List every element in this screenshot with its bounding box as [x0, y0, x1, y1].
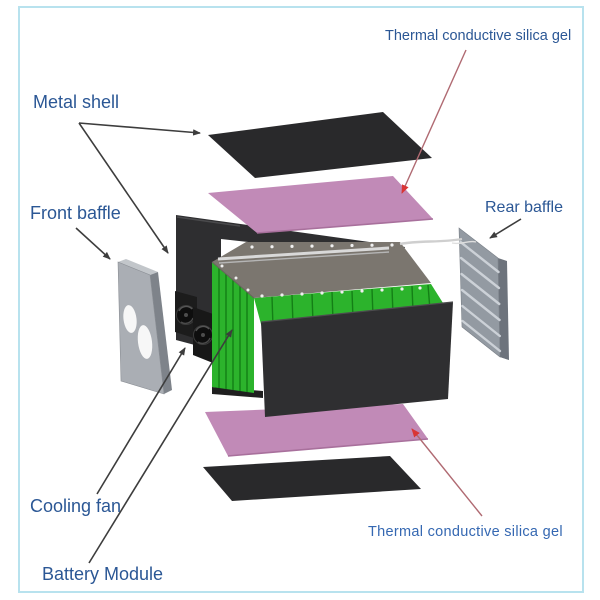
rear-baffle-side [498, 258, 509, 360]
pad-top-edge [256, 218, 434, 234]
battery-module-arrow [88, 329, 233, 564]
lid-screws [220, 243, 422, 298]
bottom-plate-face [203, 456, 421, 501]
module-base-strip [212, 387, 263, 398]
leader-arrows [75, 122, 522, 564]
cooling-fan-arrow [96, 347, 186, 495]
metal-shell-top-plate [208, 112, 432, 178]
lid-rail [217, 246, 390, 261]
fan-1-blade2 [180, 317, 194, 325]
rear-baffle [458, 227, 509, 360]
rear-baffle-slats [459, 240, 502, 353]
cable-2 [451, 240, 477, 245]
front-panel-face [261, 302, 453, 417]
cable [399, 237, 463, 246]
pad-top-face [208, 176, 433, 233]
cooling-fans [175, 291, 213, 363]
front-baffle-label: Front baffle [30, 203, 121, 223]
top-plate-face [208, 112, 432, 178]
lid-rail-shadow [218, 251, 390, 264]
image-frame [18, 6, 584, 593]
metal-shell-arrow-1 [78, 122, 201, 136]
front-panel-top-edge [260, 301, 454, 323]
lid-left-edge [211, 261, 255, 299]
battery-module-label: Battery Module [42, 564, 164, 584]
rear-baffle-face [458, 227, 501, 358]
front-baffle [117, 259, 172, 395]
thermal-top-label: Thermal conductive silica gel [385, 28, 572, 44]
thermal-top-leader [401, 49, 467, 194]
fan-1-blade [178, 305, 193, 312]
metal-shell-front-panel [260, 301, 454, 417]
fan-2-blade2 [197, 337, 211, 345]
shell-edge-highlight [176, 216, 241, 227]
metal-shell-arrow-2 [78, 122, 169, 254]
front-baffle-top [118, 259, 158, 275]
cooling-fan-label: Cooling fan [30, 496, 122, 516]
front-baffle-hole-1 [123, 305, 137, 333]
thermal-pad-top [208, 176, 434, 234]
rear-baffle-label: Rear baffle [485, 199, 563, 216]
rear-baffle-arrow [489, 218, 522, 239]
red-leader-lines [401, 49, 483, 517]
metal-shell-bottom-plate [203, 456, 421, 501]
fan-2-blade [195, 325, 210, 332]
front-baffle-hole-2 [137, 325, 153, 359]
metal-shell-label: Metal shell [33, 92, 120, 112]
pad-bottom-edge [227, 438, 429, 457]
thermal-pad-bottom [205, 404, 429, 457]
front-baffle-arrow [75, 227, 111, 260]
thermal-bottom-leader [411, 428, 483, 517]
thermal-bottom-label: Thermal conductive silica gel [368, 524, 563, 540]
fan-1-hub-dot [184, 313, 188, 317]
front-baffle-side [150, 272, 172, 394]
fan-2-hub-dot [201, 333, 205, 337]
